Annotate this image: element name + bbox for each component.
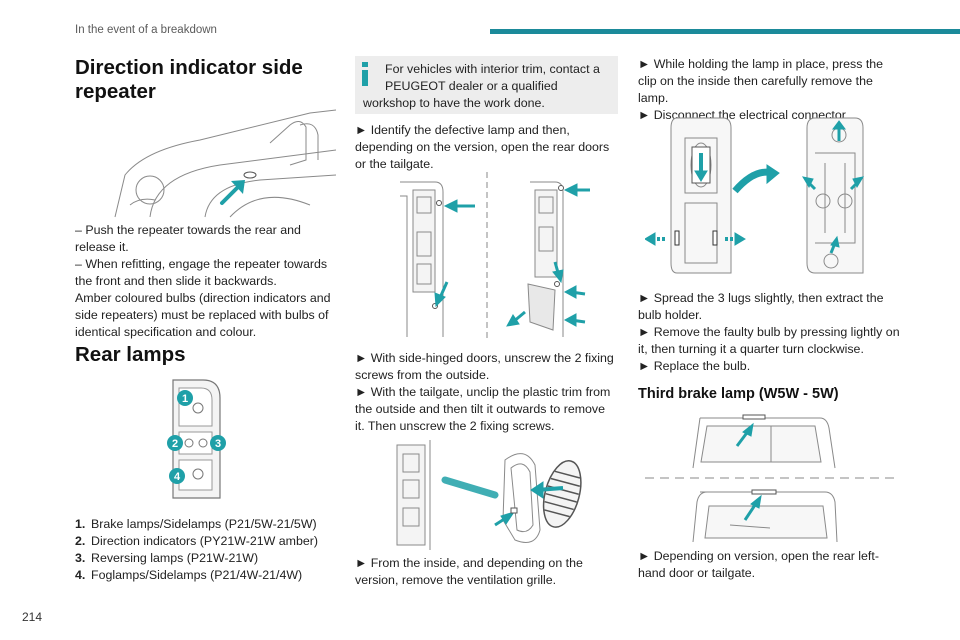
replace-instruction: ► Replace the bulb. (638, 359, 751, 373)
hold-lamp-instructions: ► While holding the lamp in place, press… (638, 56, 900, 124)
third-brake-title: Third brake lamp (W5W - 5W) (638, 386, 839, 402)
lamp-label-3: 3 (215, 438, 221, 450)
side-repeater-text: – Push the repeater towards the rear and… (75, 222, 337, 341)
list-item: 1.Brake lamps/Sidelamps (P21/5W-21/5W) (75, 517, 317, 531)
remove-instruction: ► Remove the faulty bulb by pressing lig… (638, 325, 900, 356)
lamp-label-2: 2 (172, 438, 178, 450)
list-item: 2.Direction indicators (PY21W-21W amber) (75, 534, 319, 548)
header-accent-bar (490, 29, 960, 34)
identify-instruction: ► Identify the defective lamp and then, … (355, 123, 610, 171)
rear-lamps-title: Rear lamps (75, 343, 186, 366)
bulb-replacement-instructions: ► Spread the 3 lugs slightly, then extra… (638, 290, 900, 375)
side-hinged-instruction: ► With side-hinged doors, unscrew the 2 … (355, 351, 614, 382)
rear-lamps-heading: Rear lamps (75, 343, 337, 367)
rear-lamp-removal-diagram (400, 172, 590, 342)
ventilation-grille-diagram (396, 440, 582, 550)
third-brake-heading: Third brake lamp (W5W - 5W) (638, 386, 900, 403)
third-brake-lamp-diagram (645, 414, 895, 543)
refit-instruction: – When refitting, engage the repeater to… (75, 257, 328, 288)
side-hinged-instructions: ► With side-hinged doors, unscrew the 2 … (355, 350, 617, 435)
rear-lamp-unit-diagram: 1 2 3 4 (167, 379, 226, 499)
bulb-list: 1.Brake lamps/Sidelamps (P21/5W-21/5W) 2… (75, 516, 345, 584)
direction-indicator-title: Direction indicator side repeater (75, 56, 303, 103)
list-item: 3.Reversing lamps (P21W-21W) (75, 551, 259, 565)
info-box: For vehicles with interior trim, contact… (355, 56, 618, 114)
info-text-line3: workshop to have the work done. (363, 96, 545, 110)
inside-instruction: ► From the inside, and depending on the … (355, 556, 583, 587)
bulb-holder-diagram (645, 117, 865, 274)
info-text: For vehicles with interior trim, contact… (385, 62, 600, 93)
open-door-instruction: ► Depending on version, open the rear le… (638, 549, 879, 580)
column-1: Direction indicator side repeater (75, 56, 337, 104)
tailgate-instruction: ► With the tailgate, unclip the plastic … (355, 385, 611, 433)
list-item: 4.Foglamps/Sidelamps (P21/4W-21/4W) (75, 568, 303, 582)
lamp-label-1: 1 (182, 393, 188, 405)
hold-instruction: ► While holding the lamp in place, press… (638, 57, 884, 105)
info-icon (362, 62, 368, 86)
spread-instruction: ► Spread the 3 lugs slightly, then extra… (638, 291, 884, 322)
page-number: 214 (22, 610, 43, 624)
lamp-label-4: 4 (174, 471, 181, 483)
section-header: In the event of a breakdown (75, 24, 217, 36)
push-instruction: – Push the repeater towards the rear and… (75, 223, 301, 254)
amber-bulb-note: Amber coloured bulbs (direction indicato… (75, 291, 331, 339)
side-repeater-illustration (114, 109, 337, 218)
